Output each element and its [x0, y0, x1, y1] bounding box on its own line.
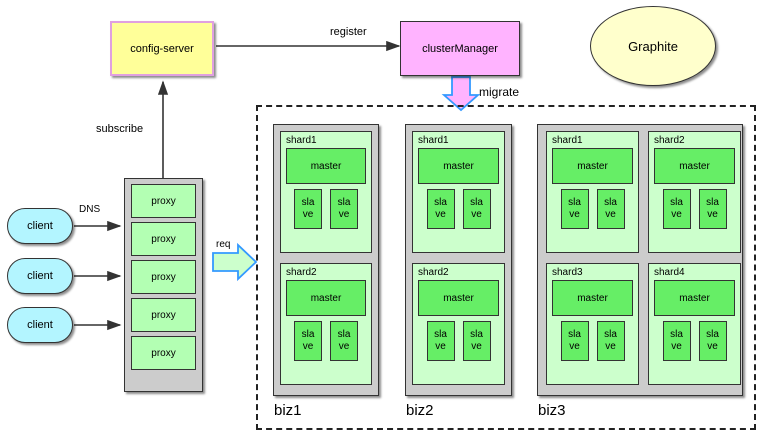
- shard-title: shard2: [286, 267, 317, 278]
- graphite-node[interactable]: Graphite: [590, 6, 716, 86]
- proxy-rack: proxy proxy proxy proxy proxy: [124, 178, 203, 392]
- master-node[interactable]: master: [654, 148, 735, 184]
- master-node[interactable]: master: [286, 148, 366, 184]
- cluster-region-boundary: [256, 105, 756, 430]
- client-node-2[interactable]: client: [7, 258, 73, 294]
- shard-title: shard1: [286, 135, 317, 146]
- shard-title: shard1: [418, 135, 449, 146]
- master-node[interactable]: master: [552, 280, 633, 316]
- proxy-node-2[interactable]: proxy: [131, 222, 196, 256]
- shard-title: shard2: [654, 135, 685, 146]
- proxy-node-5[interactable]: proxy: [131, 336, 196, 370]
- req-label: req: [216, 239, 231, 250]
- biz3-label: biz3: [538, 402, 566, 419]
- config-server-node[interactable]: config-server: [110, 21, 214, 76]
- dns-label: DNS: [79, 204, 101, 215]
- master-node[interactable]: master: [552, 148, 633, 184]
- proxy-node-3[interactable]: proxy: [131, 260, 196, 294]
- biz1-label: biz1: [274, 402, 302, 419]
- cluster-manager-node[interactable]: clusterManager: [400, 21, 520, 76]
- subscribe-label: subscribe: [96, 123, 144, 135]
- shard-title: shard2: [418, 267, 449, 278]
- master-node[interactable]: master: [286, 280, 366, 316]
- master-node[interactable]: master: [654, 280, 735, 316]
- req-block-arrow: [212, 242, 258, 282]
- shard-title: shard4: [654, 267, 685, 278]
- proxy-node-1[interactable]: proxy: [131, 184, 196, 218]
- shard-title: shard1: [552, 135, 583, 146]
- migrate-label: migrate: [479, 85, 520, 99]
- master-node[interactable]: master: [418, 148, 499, 184]
- shard-title: shard3: [552, 267, 583, 278]
- proxy-node-4[interactable]: proxy: [131, 298, 196, 332]
- master-node[interactable]: master: [418, 280, 499, 316]
- register-label: register: [330, 26, 367, 38]
- client-node-3[interactable]: client: [7, 307, 73, 343]
- client-node-1[interactable]: client: [7, 208, 73, 244]
- biz2-label: biz2: [406, 402, 434, 419]
